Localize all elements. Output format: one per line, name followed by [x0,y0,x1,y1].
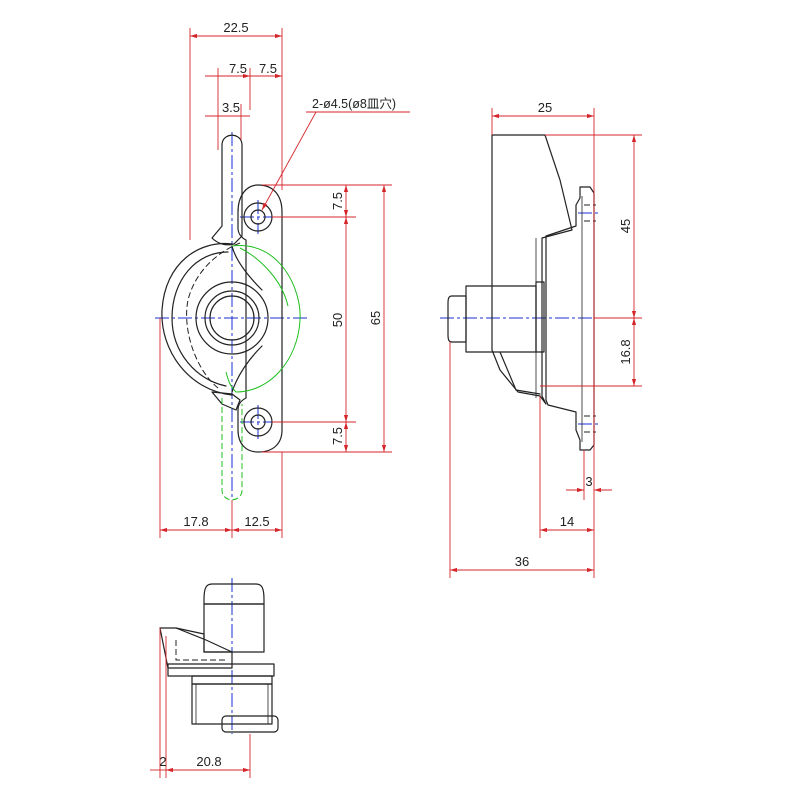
dim-text-bottom-hole-offset: 7.5 [330,427,345,445]
dim-text-left-offset: 7.5 [229,61,247,76]
bottom-base [191,683,273,725]
cam-lobe-upper [231,245,263,291]
mounting-plate [237,184,283,453]
bottom-view: 2 20.8 [150,578,279,778]
side-spindle [465,285,537,353]
bottom-dim-text-lip: 2 [159,754,166,769]
side-body [491,134,573,405]
lever-lower [211,391,241,411]
round-body-inner-rim [171,251,229,387]
dim-text-left-span: 17.8 [183,514,208,529]
side-dim-text-top-width: 25 [538,100,552,115]
hidden-body-outline [186,242,241,389]
hub-inner [209,295,255,341]
side-spindle-tip [447,295,467,343]
bottom-foot [221,715,279,733]
dim-text-hole-pitch: 50 [330,313,345,327]
hub-outer [195,281,269,355]
dim-text-top-hole-offset: 7.5 [330,192,345,210]
hole-callout: 2-ø4.5(ø8皿穴) [312,96,396,111]
bottom-hub [167,663,275,677]
hub-middle [204,290,260,346]
side-dim-text-overall-depth: 36 [515,554,529,569]
dim-text-overall-height: 65 [368,311,383,325]
top-mounting-hole-inner [250,209,266,225]
dim-text-right-offset: 7.5 [259,61,277,76]
callout-leader [261,111,317,211]
bottom-dim-text-body: 20.8 [196,754,221,769]
dim-text-lever-width: 3.5 [222,100,240,115]
bottom-spindle-body [203,603,265,653]
side-dim-text-plate-thickness: 3 [585,474,592,489]
dim-text-right-span: 12.5 [244,514,269,529]
bottom-hidden-cam [175,640,228,661]
front-view: 22.5 7.5 7.5 3.5 2-ø4.5(ø8皿穴) 7.5 50 7.5… [155,20,410,538]
alternate-position-lever [221,398,243,501]
round-body [161,242,233,396]
bottom-cam-upper [175,627,233,653]
cam-lobe-lower [231,345,263,393]
lever-upper [211,134,243,246]
side-lower-lip [499,351,541,395]
side-dim-text-base-depth: 14 [560,514,574,529]
side-spindle-collar [535,281,545,353]
bottom-cam [159,627,233,669]
bottom-spindle [203,583,265,605]
dim-text-overall-width: 22.5 [223,20,248,35]
side-dim-text-upper-height: 45 [618,219,633,233]
alternate-position-cam [239,247,289,307]
side-dim-text-lower-height: 16.8 [618,339,633,364]
alternate-position-body [225,245,301,393]
bottom-mounting-hole-inner [250,414,266,430]
side-view: 25 45 16.8 3 14 36 [440,100,642,578]
